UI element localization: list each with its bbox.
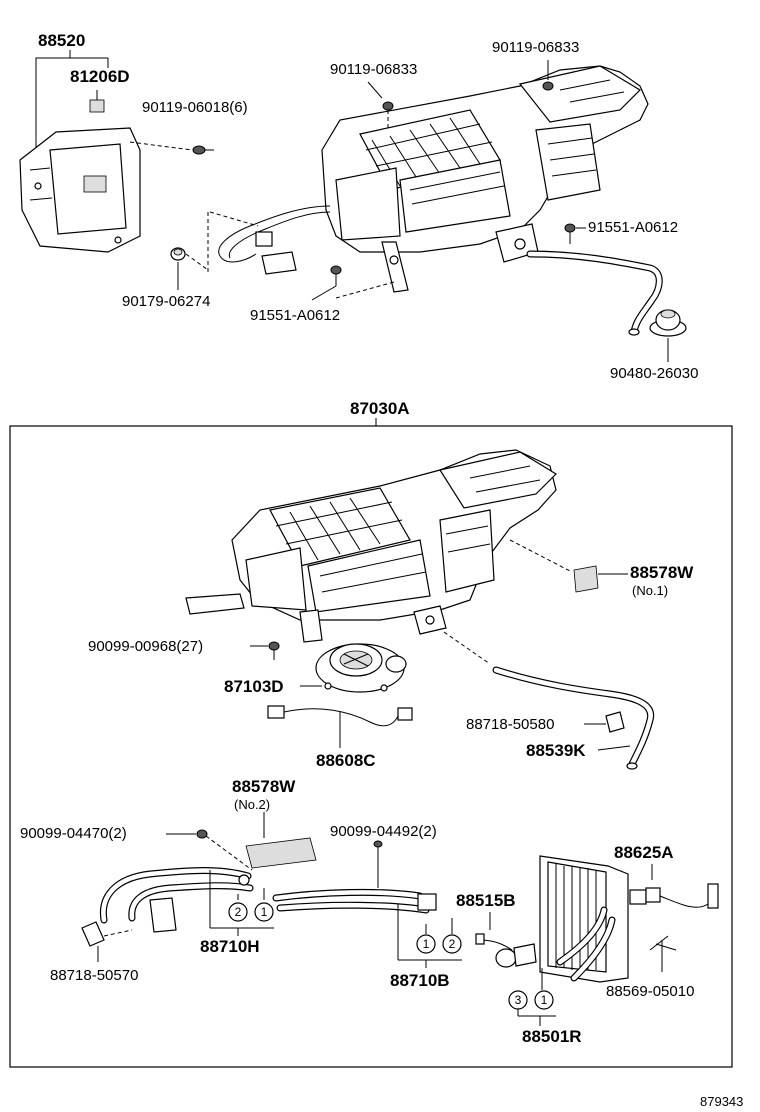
bracket-88710H: [209, 870, 274, 936]
label-88539K: 88539K: [526, 741, 586, 760]
ref-circle-3-88501R: [508, 990, 528, 1010]
wire-harness-top: [209, 205, 331, 275]
ref-circle-1-88501R-text: 1: [541, 993, 548, 1007]
label-88578W-no1-note: (No.1): [632, 583, 668, 598]
pad-88578W-no1: [573, 565, 599, 593]
diagram-reference-number: 879343: [700, 1094, 743, 1109]
nut-90179-06274: [170, 212, 209, 290]
bracket-88710B: [397, 904, 462, 968]
label-90099-04470: 90099-04470(2): [20, 825, 127, 842]
ref-circle-1-88710B: [416, 934, 436, 954]
label-88515B: 88515B: [456, 891, 516, 910]
evaporator-88501R: [539, 855, 629, 983]
label-90099-04492: 90099-04492(2): [330, 823, 437, 840]
label-88501R: 88501R: [522, 1027, 582, 1046]
label-87030A: 87030A: [350, 399, 410, 418]
label-88578W-no2-note: (No.2): [234, 797, 270, 812]
label-87103D: 87103D: [224, 677, 284, 696]
label-91551-A0612-b: 91551-A0612: [250, 307, 340, 324]
label-88710B: 88710B: [390, 971, 450, 990]
drain-hose-88539K: [443, 631, 655, 770]
label-88520: 88520: [38, 31, 85, 50]
label-88578W-no2: 88578W: [232, 777, 296, 796]
label-88608C: 88608C: [316, 751, 376, 770]
screw-90099-04470: [166, 829, 253, 871]
label-88569-05010: 88569-05010: [606, 983, 694, 1000]
ref-circle-2-88710B: [442, 934, 462, 954]
connector-81206D: [89, 90, 105, 113]
hvac-assembly-top: [321, 65, 649, 293]
leader-88520: [35, 50, 109, 150]
blower-motor-87103D: [315, 643, 407, 693]
thermistor-88625A: [629, 864, 719, 972]
leader-88539K: [597, 745, 631, 751]
bolt-90099-04492: [373, 840, 383, 888]
label-90179-06274: 90179-06274: [122, 293, 210, 310]
ref-circle-2-88710H-text: 2: [235, 905, 242, 919]
ecu-unit-88520: [19, 127, 141, 253]
ref-circle-3-88501R-text: 3: [515, 993, 522, 1007]
screw-90099-00968: [250, 641, 280, 660]
label-90480-26030: 90480-26030: [610, 365, 698, 382]
label-88625A: 88625A: [614, 843, 674, 862]
screw-90119-06833-a: [367, 81, 394, 128]
ref-circle-2-88710H: [228, 902, 248, 922]
label-88718-50570: 88718-50570: [50, 967, 138, 984]
grommet-90480-26030: [649, 309, 687, 337]
label-88578W-no1: 88578W: [630, 563, 694, 582]
pipe-88710B: [272, 888, 437, 914]
pad-88578W-no2: [245, 837, 317, 869]
label-90119-06833-a: 90119-06833: [330, 61, 417, 78]
connector-88718-50570: [81, 921, 133, 962]
bolt-91551-A0612-b: [311, 265, 395, 301]
label-88710H: 88710H: [200, 937, 260, 956]
hvac-assembly-87030A: [185, 449, 557, 643]
drain-hose-top: [526, 250, 663, 336]
label-90119-06833-b: 90119-06833: [492, 39, 579, 56]
ref-circle-1-88710H: [254, 902, 274, 922]
screw-90119-06833-b: [542, 60, 554, 91]
label-90119-06018: 90119-06018(6): [142, 99, 248, 116]
label-88718-50580: 88718-50580: [466, 716, 554, 733]
sensor-88515B: [475, 912, 537, 968]
bolt-90119-06018: [129, 141, 214, 155]
ref-circle-2-88710B-text: 2: [449, 937, 456, 951]
ref-circle-1-88710H-text: 1: [261, 905, 268, 919]
wire-88608C: [267, 705, 413, 748]
label-90099-00968: 90099-00968(27): [88, 638, 203, 655]
label-81206D: 81206D: [70, 67, 130, 86]
assembly-87030A-frame: [9, 425, 733, 1068]
pipe-88710H: [99, 867, 254, 933]
ref-circle-1-88710B-text: 1: [423, 937, 430, 951]
leader-88578W-1-dash: [509, 539, 573, 573]
label-91551-A0612-a: 91551-A0612: [588, 219, 678, 236]
ref-circle-1-88501R: [534, 990, 554, 1010]
bolt-91551-A0612-a: [564, 223, 586, 244]
